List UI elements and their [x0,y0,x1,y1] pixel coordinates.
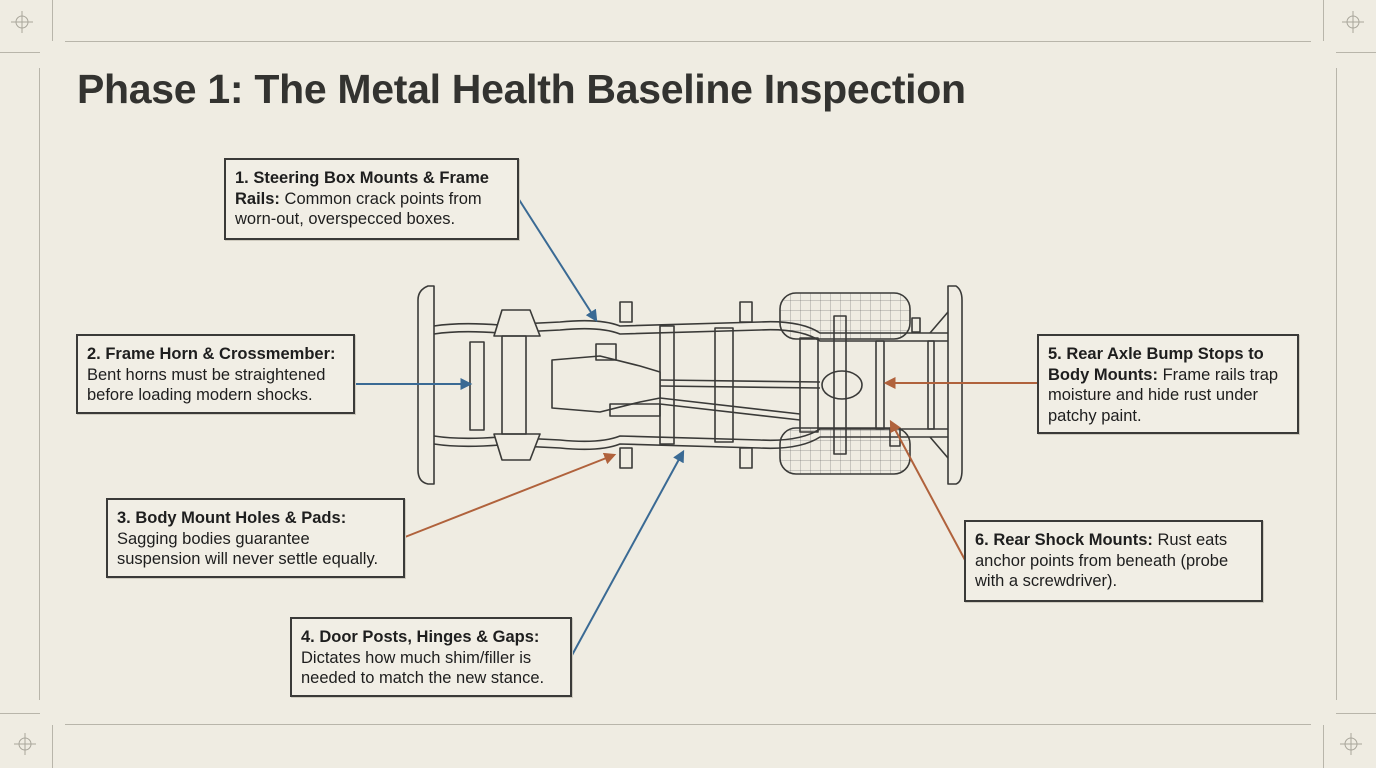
front-axle [501,335,527,435]
driveshaft [659,379,821,389]
callout-heading: 6. Rear Shock Mounts: [975,531,1153,549]
crossmember-5 [875,340,885,430]
arrow-callout-3 [404,452,617,538]
crossmember-4 [799,337,819,433]
callout-body-mounts: 3. Body Mount Holes & Pads: Sagging bodi… [106,498,405,578]
crosshair-icon [11,11,33,33]
rear-frame-brace [929,311,949,459]
callout-body: Dictates how much shim/filler is needed … [301,648,545,688]
page-title: Phase 1: The Metal Health Baseline Inspe… [77,66,966,112]
frame-rail-bottom-inner [433,428,948,443]
corner-tick [0,52,40,53]
rear-axle [833,315,847,455]
corner-tick [1336,52,1376,53]
callout-heading: 3. Body Mount Holes & Pads: [117,509,347,527]
callout-body: Frame rails trap moisture and hide rust … [1048,365,1279,425]
callout-heading: 4. Door Posts, Hinges & Gaps: [301,628,540,646]
body-mount [739,447,753,469]
corner-tick [1323,0,1324,41]
exhaust-pipe [659,397,801,421]
frame-rail-bottom [433,436,948,451]
callout-body: Sagging bodies guarantee suspension will… [117,529,379,569]
crossmember-rear [927,340,935,430]
rear-bumper [947,285,963,485]
callout-body: Rust eats anchor points from beneath (pr… [975,531,1229,590]
front-spring-top [493,309,541,337]
callout-steering-box: 1. Steering Box Mounts & Frame Rails: Co… [224,158,519,240]
callout-body: Common crack points from worn-out, overs… [235,189,482,229]
callout-rear-shock: 6. Rear Shock Mounts: Rust eats anchor p… [964,520,1263,602]
callout-heading: 5. Rear Axle Bump Stops to Body Mounts: [1048,345,1264,384]
crossmember-2 [659,325,675,445]
front-crossmember [469,341,485,431]
crosshair-icon [14,733,36,755]
body-mount [619,301,633,323]
arrow-callout-1 [517,197,598,323]
rear-differential [821,370,863,400]
exhaust-muffler [609,403,661,417]
callout-rear-axle: 5. Rear Axle Bump Stops to Body Mounts: … [1037,334,1299,434]
crosshair-icon [1342,11,1364,33]
body-mount [739,301,753,323]
rear-tire-bottom [779,427,911,475]
callout-frame-horn: 2. Frame Horn & Crossmember: Bent horns … [76,334,355,414]
frame-line-bottom [65,724,1311,725]
corner-tick [1323,725,1324,768]
chassis [417,285,963,485]
corner-tick [52,725,53,768]
frame-line-right [1336,68,1337,700]
arrow-callout-6 [889,419,966,561]
crosshair-icon [1340,733,1362,755]
corner-tick [52,0,53,41]
corner-tick [0,713,40,714]
callout-heading: 2. Frame Horn & Crossmember: [87,345,336,363]
front-spring-bottom [493,433,541,461]
bump-stop [911,317,921,333]
frame-rail-top-inner [433,327,948,342]
arrow-callout-4 [570,449,685,658]
callout-door-posts: 4. Door Posts, Hinges & Gaps: Dictates h… [290,617,572,697]
callout-body: Bent horns must be straightened before l… [87,365,326,405]
corner-tick [1336,713,1376,714]
frame-line-top [65,41,1311,42]
crossmember-3 [714,327,734,443]
transmission-pan [595,343,617,361]
frame-line-left [39,68,40,700]
body-mount [619,447,633,469]
callout-heading: 1. Steering Box Mounts & Frame Rails: [235,169,489,208]
